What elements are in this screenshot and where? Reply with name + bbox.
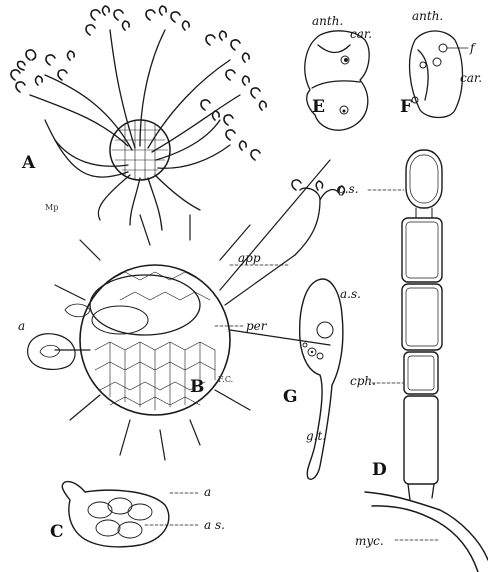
panel-label-g: G bbox=[283, 387, 298, 407]
label-cph: cph. bbox=[350, 374, 376, 388]
panel-label-b: B bbox=[190, 377, 204, 397]
panel-f-drawing: anth. f car. F bbox=[400, 9, 482, 118]
panel-a-drawing: A Mp bbox=[11, 6, 266, 230]
label-as-c: a s. bbox=[204, 518, 225, 532]
panel-d-drawing: c.s. cph. myc. D bbox=[338, 150, 488, 572]
label-myc: myc. bbox=[355, 534, 384, 548]
label-car-f: car. bbox=[460, 71, 482, 85]
label-cs: c.s. bbox=[338, 182, 359, 196]
panel-c-drawing: a a s. C bbox=[50, 482, 225, 547]
label-anth-e: anth. bbox=[312, 14, 343, 28]
label-a-c: a bbox=[204, 485, 211, 499]
label-car-e: car. bbox=[350, 27, 372, 41]
label-anth-f: anth. bbox=[412, 9, 443, 23]
label-per: per bbox=[246, 319, 268, 333]
appendage-tips bbox=[11, 6, 266, 160]
scale-mark: Mp bbox=[45, 203, 58, 212]
appendage-detail: app bbox=[230, 180, 345, 265]
label-f: f bbox=[469, 41, 477, 55]
panel-e-drawing: anth. car. E bbox=[305, 14, 372, 130]
panel-label-a: A bbox=[21, 153, 36, 173]
panel-label-e: E bbox=[312, 97, 325, 117]
scale-mark-b: F.C. bbox=[218, 375, 233, 384]
panel-label-f: F bbox=[400, 97, 412, 117]
panel-label-c: C bbox=[50, 522, 64, 542]
label-gt: g.t. bbox=[306, 429, 326, 443]
panel-b-drawing: a B F.C. bbox=[18, 160, 330, 460]
label-a-b: a bbox=[18, 319, 25, 333]
label-as-g: a.s. bbox=[340, 287, 361, 301]
label-app: app bbox=[238, 251, 261, 265]
panel-label-d: D bbox=[372, 460, 387, 480]
